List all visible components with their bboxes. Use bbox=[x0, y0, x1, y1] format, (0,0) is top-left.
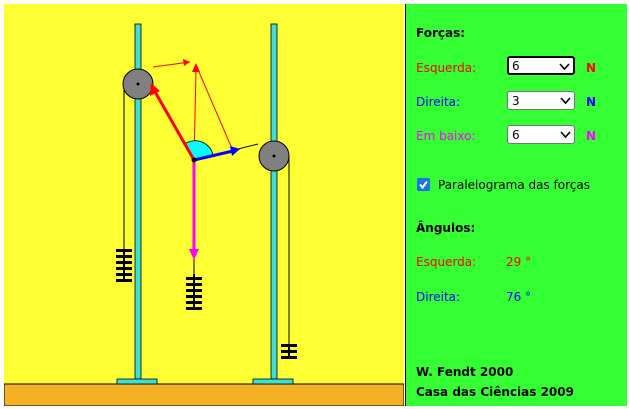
down-force-value: 6 bbox=[512, 128, 520, 142]
angles-heading: Ângulos: bbox=[416, 221, 476, 235]
left-force-vector bbox=[150, 83, 196, 161]
ground bbox=[4, 383, 404, 406]
left-pulley bbox=[122, 68, 154, 100]
simulation-canvas bbox=[4, 4, 404, 406]
right-angle-value: 76 ° bbox=[506, 290, 532, 304]
left-angle-label: Esquerda: bbox=[416, 255, 477, 269]
sky-background bbox=[4, 4, 404, 406]
left-pole bbox=[116, 23, 158, 385]
check-icon bbox=[419, 180, 428, 190]
control-panel: Forças: Esquerda: 6 N Direita: 3 N Em ba… bbox=[405, 4, 627, 406]
parallelogram-label[interactable]: Paralelograma das forças bbox=[438, 178, 590, 192]
right-force-vector bbox=[193, 146, 240, 162]
chevron-down-icon bbox=[560, 131, 571, 139]
parallelogram-checkbox[interactable] bbox=[417, 178, 430, 191]
right-pulley bbox=[258, 140, 290, 172]
left-force-select[interactable]: 6 bbox=[507, 56, 575, 75]
left-weight-stack[interactable] bbox=[116, 249, 132, 282]
chevron-down-icon bbox=[559, 63, 570, 71]
down-force-vector bbox=[189, 160, 199, 260]
left-force-value: 6 bbox=[512, 59, 520, 73]
left-angle-value: 29 ° bbox=[506, 255, 532, 269]
chevron-down-icon bbox=[560, 97, 571, 105]
right-force-value: 3 bbox=[512, 94, 520, 108]
right-force-label: Direita: bbox=[416, 95, 461, 109]
down-force-unit: N bbox=[586, 129, 597, 143]
down-force-select[interactable]: 6 bbox=[507, 125, 575, 144]
knot[interactable] bbox=[191, 157, 197, 163]
right-weight-stack[interactable] bbox=[281, 344, 297, 359]
down-weight-stack[interactable] bbox=[186, 274, 202, 310]
credit-author: W. Fendt 2000 bbox=[416, 365, 514, 379]
left-force-label: Esquerda: bbox=[416, 61, 477, 75]
right-force-select[interactable]: 3 bbox=[507, 91, 575, 110]
right-angle-label: Direita: bbox=[416, 290, 461, 304]
down-force-label: Em baixo: bbox=[416, 129, 476, 143]
forces-heading: Forças: bbox=[416, 26, 466, 40]
right-pole bbox=[252, 23, 294, 385]
credit-translation: Casa das Ciências 2009 bbox=[416, 385, 574, 399]
right-force-unit: N bbox=[586, 95, 597, 109]
left-force-unit: N bbox=[586, 61, 597, 75]
